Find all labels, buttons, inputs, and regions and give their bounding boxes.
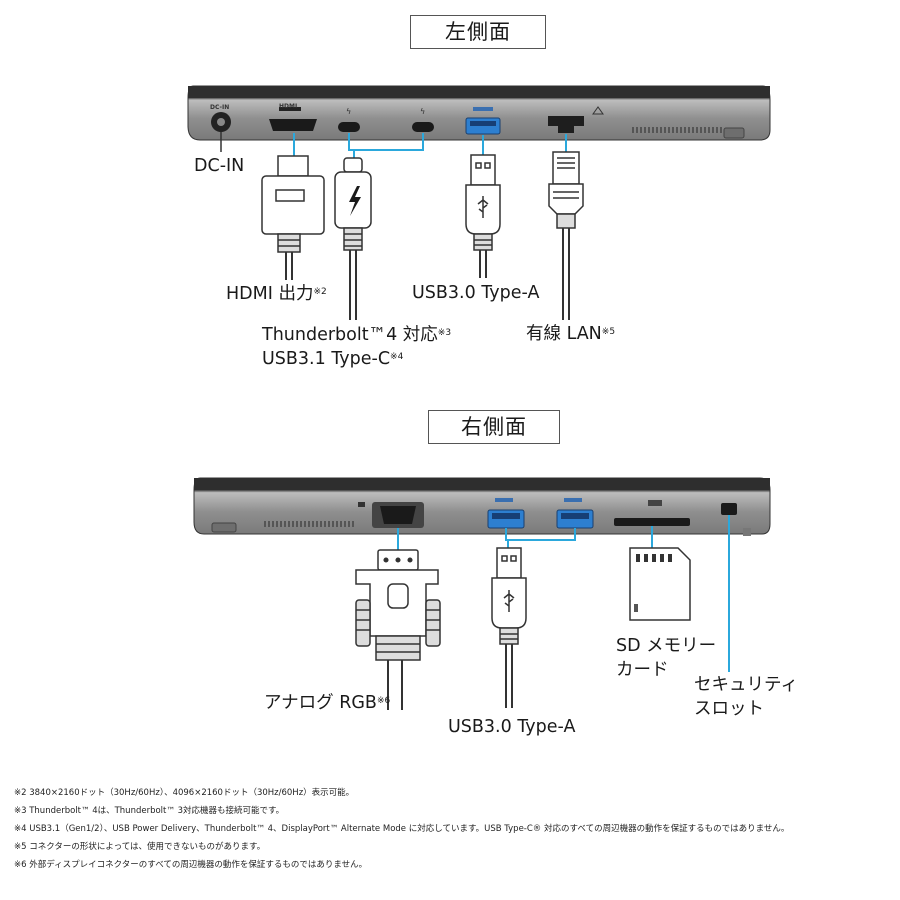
lan-cable xyxy=(548,151,584,320)
left-vent xyxy=(630,127,722,133)
right-side-title: 右側面 xyxy=(428,410,560,444)
sd-slot xyxy=(614,500,690,526)
footnote-6: ※6 外部ディスプレイコネクターのすべての周辺機器の動作を保証するものではありま… xyxy=(14,860,368,870)
footnotes: ※2 3840×2160ドット（30Hz/60Hz）、4096×2160ドット（… xyxy=(14,784,789,874)
svg-text:ϟ: ϟ xyxy=(420,107,425,116)
vga-port xyxy=(358,502,424,528)
right-chassis xyxy=(193,477,771,536)
usb-a-left-label: USB3.0 Type-A xyxy=(412,283,540,303)
thunderbolt-label: Thunderbolt™4 対応※3 xyxy=(262,325,452,345)
footnote-2: ※2 3840×2160ドット（30Hz/60Hz）、4096×2160ドット（… xyxy=(14,788,355,798)
dc-in-label: DC-IN xyxy=(194,156,245,176)
usb-a-cable-left xyxy=(465,154,501,278)
usb-a-cable-right xyxy=(491,547,527,708)
thunderbolt-cable xyxy=(334,157,372,320)
sd-card xyxy=(629,547,691,621)
sd-card-label-2: カード xyxy=(616,660,669,680)
hdmi-cable xyxy=(261,155,325,280)
usb-c-label: USB3.1 Type-C※4 xyxy=(262,349,404,369)
right-connector-lines xyxy=(397,515,730,672)
security-slot-label-2: スロット xyxy=(694,699,764,719)
footnote-3: ※3 Thunderbolt™ 4は、Thunderbolt™ 3対応機器も接続… xyxy=(14,806,285,816)
hdmi-port-mark: HDMI xyxy=(279,103,298,110)
footnote-4: ※4 USB3.1（Gen1/2）、USB Power Delivery、Thu… xyxy=(14,824,790,834)
left-connector-lines xyxy=(293,133,567,158)
security-slot-label-1: セキュリティ xyxy=(694,675,798,695)
usb-a-right-label: USB3.0 Type-A xyxy=(448,717,576,737)
usb-a-ports-right xyxy=(487,498,594,529)
left-side-title: 左側面 xyxy=(410,15,546,49)
security-slot xyxy=(721,503,737,515)
usb-a-port-left xyxy=(465,107,501,135)
analog-rgb-label: アナログ RGB※6 xyxy=(264,693,391,713)
hdmi-port xyxy=(269,107,317,131)
sd-card-label-1: SD メモリー xyxy=(616,636,717,656)
right-vent xyxy=(262,521,354,527)
lan-label: 有線 LAN※5 xyxy=(526,324,616,344)
lan-port xyxy=(548,106,604,133)
vga-cable xyxy=(355,549,441,710)
hdmi-label: HDMI 出力※2 xyxy=(226,284,327,304)
svg-text:ϟ: ϟ xyxy=(346,107,351,116)
footnote-5: ※5 コネクターの形状によっては、使用できないものがあります。 xyxy=(14,842,266,852)
thunderbolt-ports: ϟ ϟ xyxy=(338,107,434,132)
left-chassis xyxy=(187,85,771,141)
dc-in-port-mark: DC-IN xyxy=(210,104,230,111)
dc-in-port xyxy=(211,112,231,152)
